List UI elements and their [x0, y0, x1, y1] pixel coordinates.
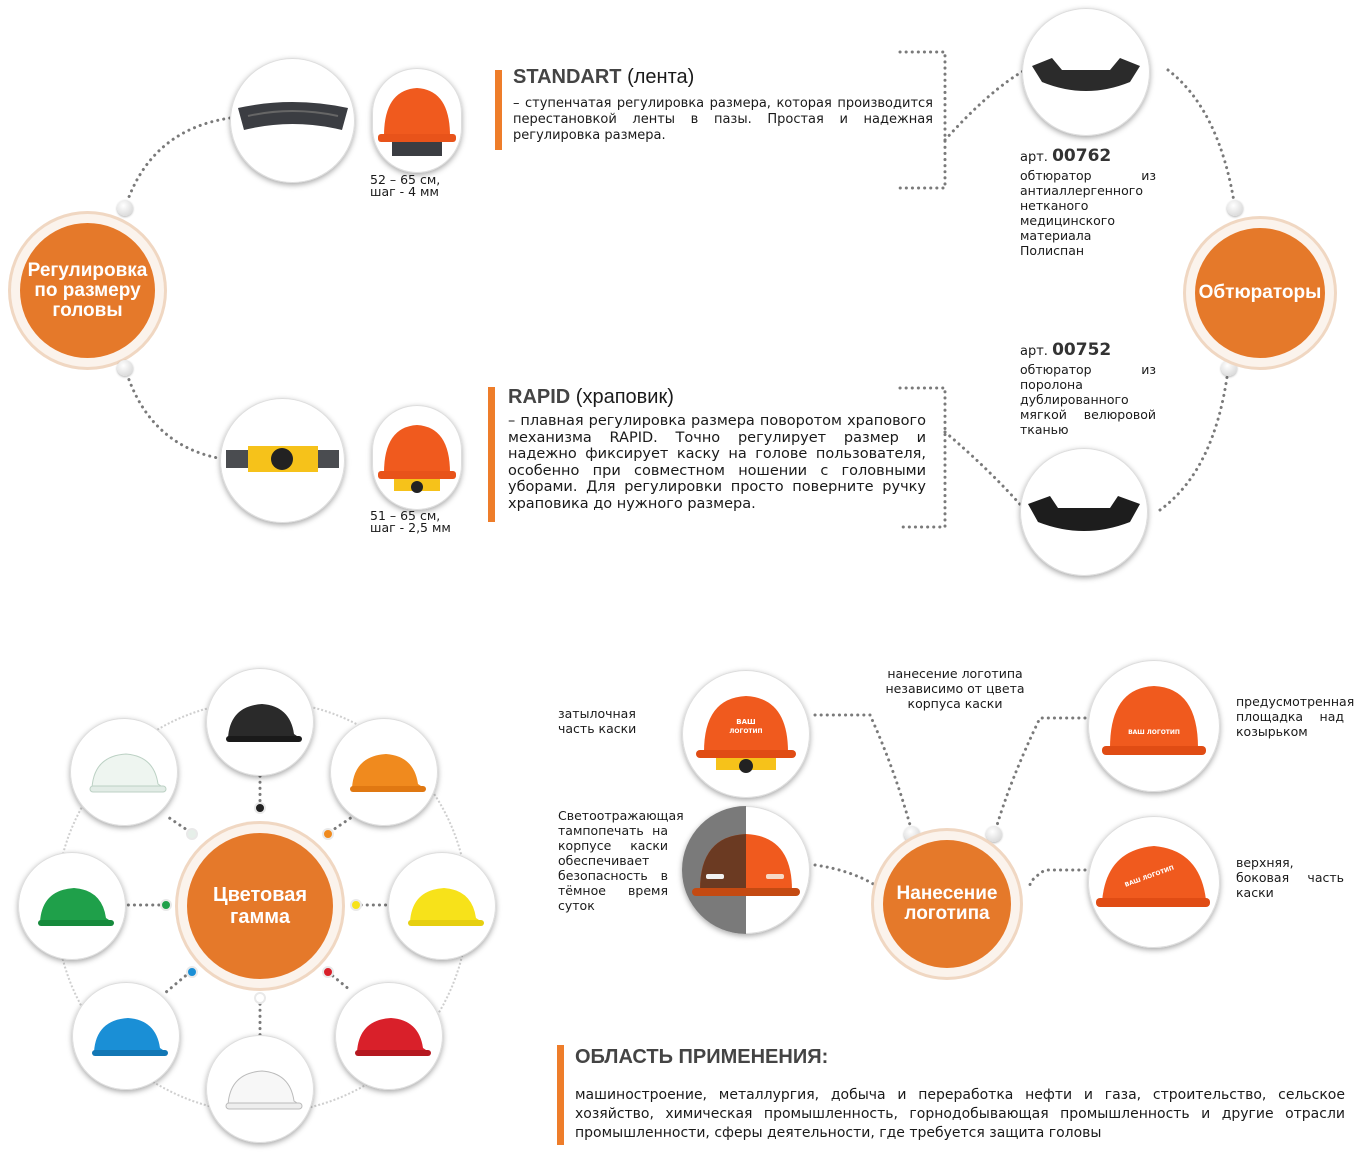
color-dot-red	[322, 966, 334, 978]
helmet-blue	[72, 982, 180, 1090]
standart-band-photo	[230, 58, 355, 183]
color-dot-white	[254, 992, 266, 1004]
rapid-size-step: шаг - 2,5 мм	[370, 520, 451, 535]
obturator-00762-photo	[1022, 8, 1150, 136]
application-heading: ОБЛАСТЬ ПРИМЕНЕНИЯ:	[575, 1046, 829, 1068]
connector-dot	[117, 200, 133, 216]
standart-size: 52 – 65 см, шаг - 4 мм	[370, 172, 470, 199]
svg-text:ЛОГОТИП: ЛОГОТИП	[729, 728, 762, 735]
obturator-00762-description: обтюратор из антиаллергенного нетканого …	[1020, 168, 1156, 258]
helmet-white	[206, 1035, 314, 1143]
svg-text:ВАШ ЛОГОТИП: ВАШ ЛОГОТИП	[1128, 729, 1180, 736]
standart-name: STANDART	[513, 66, 622, 88]
standart-size-range: 52 – 65 см,	[370, 172, 441, 187]
logo-visor-label: предусмотренная площадка над козырьком	[1236, 694, 1355, 739]
color-dot-black	[254, 802, 266, 814]
standart-helmet-photo	[372, 68, 462, 173]
connector-dot	[986, 826, 1002, 842]
helmet-light-green	[70, 718, 178, 826]
rapid-band-photo	[220, 398, 345, 523]
obturator-00762-art: арт. 00762	[1020, 146, 1111, 166]
standart-kind: (лента)	[627, 66, 695, 88]
application-accent-bar	[557, 1045, 564, 1145]
rapid-title: RAPID (храповик)	[508, 386, 674, 409]
logo-back-label: затылочная часть каски	[558, 706, 637, 736]
standart-size-step: шаг - 4 мм	[370, 184, 439, 199]
logo-any-color-label: нанесение логотипа независимо от цвета к…	[885, 666, 1025, 711]
helmet-red	[335, 982, 443, 1090]
obturator-00752-art: арт. 00752	[1020, 340, 1111, 360]
svg-text:ВАШ: ВАШ	[736, 718, 755, 726]
helmet-green	[18, 852, 126, 960]
connector-dot	[904, 826, 920, 842]
logo-reflective-label: Светоотражающая тампопечать на корпусе к…	[558, 808, 684, 913]
color-dot-blue	[186, 966, 198, 978]
size-adjust-hub: Регулировка по размеру головы	[20, 223, 155, 358]
obturator-00752-art-prefix: арт.	[1020, 344, 1048, 359]
application-text: машиностроение, металлургия, добыча и пе…	[575, 1087, 1345, 1141]
logo-visor-helmet-photo: ВАШ ЛОГОТИП	[1088, 660, 1220, 792]
size-adjust-hub-label: Регулировка по размеру головы	[27, 259, 148, 321]
logo-side-label: верхняя, боковая часть каски	[1236, 855, 1344, 900]
standart-title: STANDART (лента)	[513, 66, 694, 89]
obturator-00752-art-number: 00752	[1052, 340, 1112, 360]
rapid-kind: (храповик)	[575, 386, 674, 408]
color-range-hub: Цветовая гамма	[187, 833, 333, 979]
connector-dot	[1221, 360, 1237, 376]
rapid-helmet-photo	[372, 405, 462, 510]
rapid-name: RAPID	[508, 386, 571, 408]
obturator-00752-photo	[1020, 448, 1148, 576]
obturator-00752-description: обтюратор из поролона дублированного мяг…	[1020, 362, 1156, 437]
helmet-yellow	[388, 852, 496, 960]
color-range-hub-label: Цветовая гамма	[212, 884, 308, 928]
rapid-size: 51 – 65 см, шаг - 2,5 мм	[370, 508, 470, 535]
obturators-hub: Обтюраторы	[1195, 228, 1325, 358]
rapid-size-range: 51 – 65 см,	[370, 508, 441, 523]
color-dot-yellow	[350, 899, 362, 911]
obturator-00762-art-number: 00762	[1052, 146, 1112, 166]
rapid-description: – плавная регулировка размера поворотом …	[508, 413, 926, 512]
logo-back-helmet-photo: ВАШ ЛОГОТИП	[682, 670, 810, 798]
color-dot-green	[160, 899, 172, 911]
logo-print-hub-label: Нанесение логотипа	[896, 883, 998, 924]
color-dot-orange	[322, 828, 334, 840]
standart-accent-bar	[495, 70, 502, 150]
color-dot-light-green	[186, 828, 198, 840]
helmet-black	[206, 668, 314, 776]
obturators-hub-label: Обтюраторы	[1198, 282, 1322, 303]
logo-reflective-helmet-photo	[682, 806, 810, 934]
rapid-accent-bar	[488, 387, 495, 522]
standart-description: – ступенчатая регулировка размера, котор…	[513, 96, 933, 143]
connector-dot	[1227, 200, 1243, 216]
logo-print-hub: Нанесение логотипа	[883, 840, 1011, 968]
helmet-orange	[330, 718, 438, 826]
obturator-00762-art-prefix: арт.	[1020, 150, 1048, 165]
logo-side-helmet-photo: ВАШ ЛОГОТИП	[1088, 816, 1220, 948]
connector-dot	[117, 360, 133, 376]
